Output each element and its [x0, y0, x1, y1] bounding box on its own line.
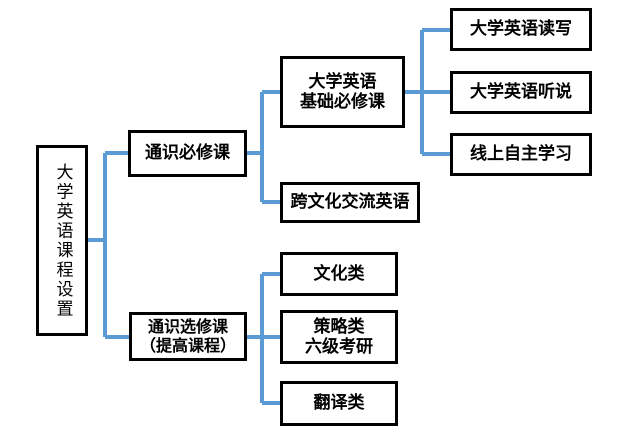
node-wenhua-lei[interactable]: 文化类	[280, 252, 398, 296]
node-zizhu-xuexi[interactable]: 线上自主学习	[450, 133, 592, 176]
node-tongshi-xuanxiu[interactable]: 通识选修课 （提高课程）	[129, 312, 247, 361]
node-celue-lei[interactable]: 策略类 六级考研	[280, 310, 398, 364]
node-tingshuo[interactable]: 大学英语听说	[450, 71, 592, 114]
node-wenhua-lei-label: 文化类	[313, 263, 365, 284]
node-kuawenhua-label: 跨文化交流英语	[290, 192, 410, 213]
node-tongshi-bixiu[interactable]: 通识必修课	[128, 130, 247, 177]
node-tongshi-bixiu-label: 通识必修课	[145, 143, 230, 164]
node-jichu-bixiu[interactable]: 大学英语 基础必修课	[280, 56, 405, 128]
node-duxie[interactable]: 大学英语读写	[450, 8, 592, 51]
node-fanyi-lei-label: 翻译类	[313, 393, 365, 414]
node-tongshi-xuanxiu-label: 通识选修课 （提高课程）	[139, 316, 236, 355]
node-root[interactable]: 大学英语课程设置	[36, 145, 88, 336]
node-kuawenhua[interactable]: 跨文化交流英语	[280, 182, 420, 223]
node-duxie-label: 大学英语读写	[470, 19, 572, 40]
node-zizhu-xuexi-label: 线上自主学习	[470, 144, 572, 165]
node-jichu-bixiu-label: 大学英语 基础必修课	[300, 71, 385, 112]
node-tingshuo-label: 大学英语听说	[470, 82, 572, 103]
node-celue-lei-label: 策略类 六级考研	[305, 316, 373, 357]
node-fanyi-lei[interactable]: 翻译类	[280, 381, 398, 426]
node-root-label: 大学英语课程设置	[52, 162, 73, 319]
